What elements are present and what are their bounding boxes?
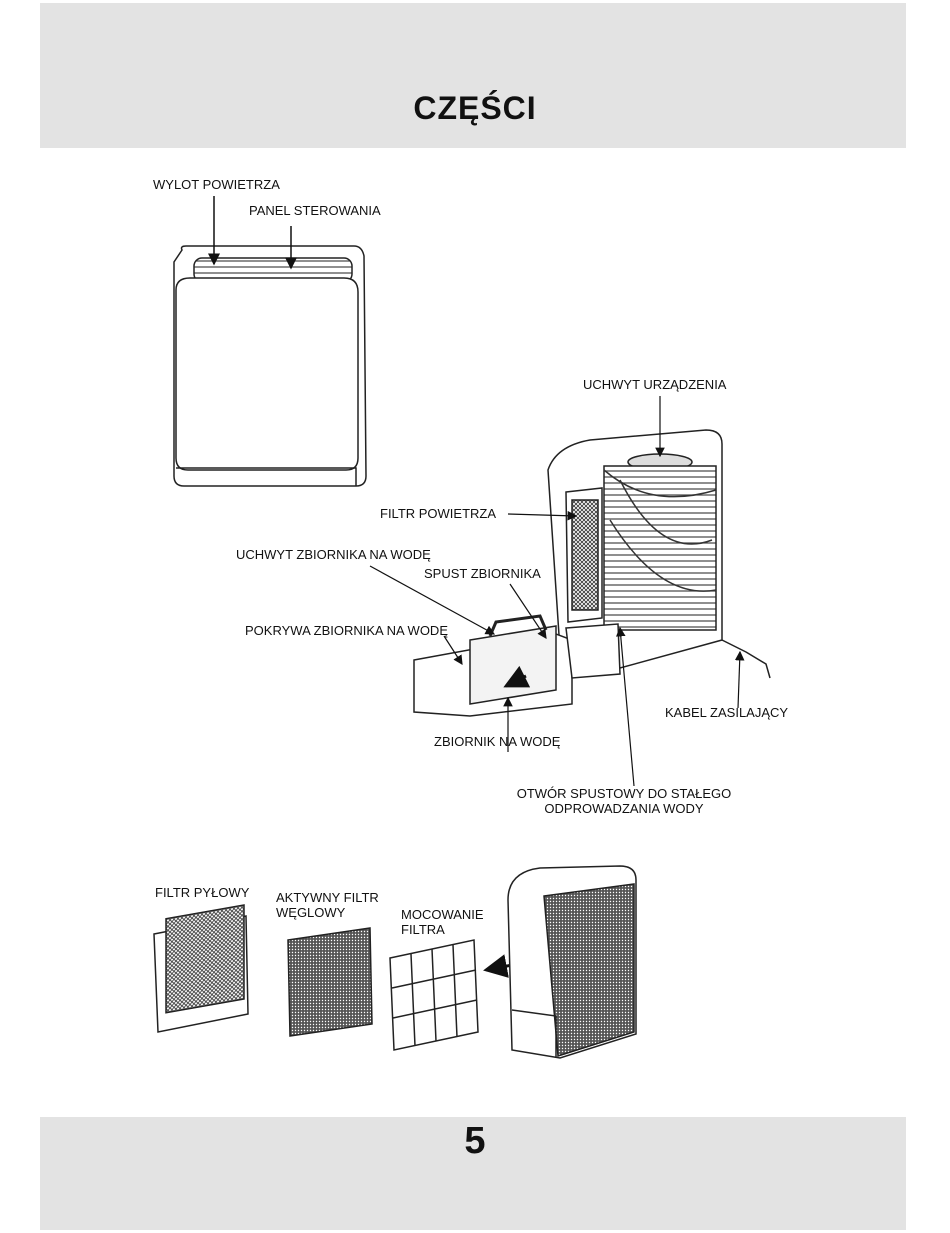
label-drain-hole-line1: OTWÓR SPUSTOWY DO STAŁEGO (504, 786, 744, 801)
label-air-outlet: WYLOT POWIETRZA (153, 177, 280, 192)
label-filter-mount: MOCOWANIE FILTRA (401, 907, 484, 937)
label-carbon-filter-line1: AKTYWNY FILTR (276, 890, 379, 905)
page-number: 5 (0, 1120, 950, 1163)
label-carbon-filter-line2: WĘGLOWY (276, 905, 379, 920)
label-tank-drain: SPUST ZBIORNIKA (424, 566, 541, 581)
label-filter-mount-line1: MOCOWANIE (401, 907, 484, 922)
front-unit (174, 246, 366, 486)
unit-side-view (508, 866, 636, 1058)
dust-filter-image (154, 905, 248, 1032)
label-carbon-filter: AKTYWNY FILTR WĘGLOWY (276, 890, 379, 920)
label-dust-filter: FILTR PYŁOWY (155, 885, 249, 900)
carbon-filter-image (288, 928, 372, 1036)
label-tank-cover: POKRYWA ZBIORNIKA NA WODĘ (245, 623, 448, 638)
label-filter-mount-line2: FILTRA (401, 922, 484, 937)
label-power-cable: KABEL ZASILAJĄCY (665, 705, 788, 720)
label-drain-hole: OTWÓR SPUSTOWY DO STAŁEGO ODPROWADZANIA … (504, 786, 744, 816)
label-control-panel: PANEL STEROWANIA (249, 203, 381, 218)
label-unit-handle: UCHWYT URZĄDZENIA (583, 377, 726, 392)
label-air-filter: FILTR POWIETRZA (380, 506, 496, 521)
filter-mount-image (390, 940, 478, 1050)
label-water-tank: ZBIORNIK NA WODĘ (434, 734, 560, 749)
label-tank-handle: UCHWYT ZBIORNIKA NA WODĘ (236, 547, 431, 562)
label-drain-hole-line2: ODPROWADZANIA WODY (504, 801, 744, 816)
